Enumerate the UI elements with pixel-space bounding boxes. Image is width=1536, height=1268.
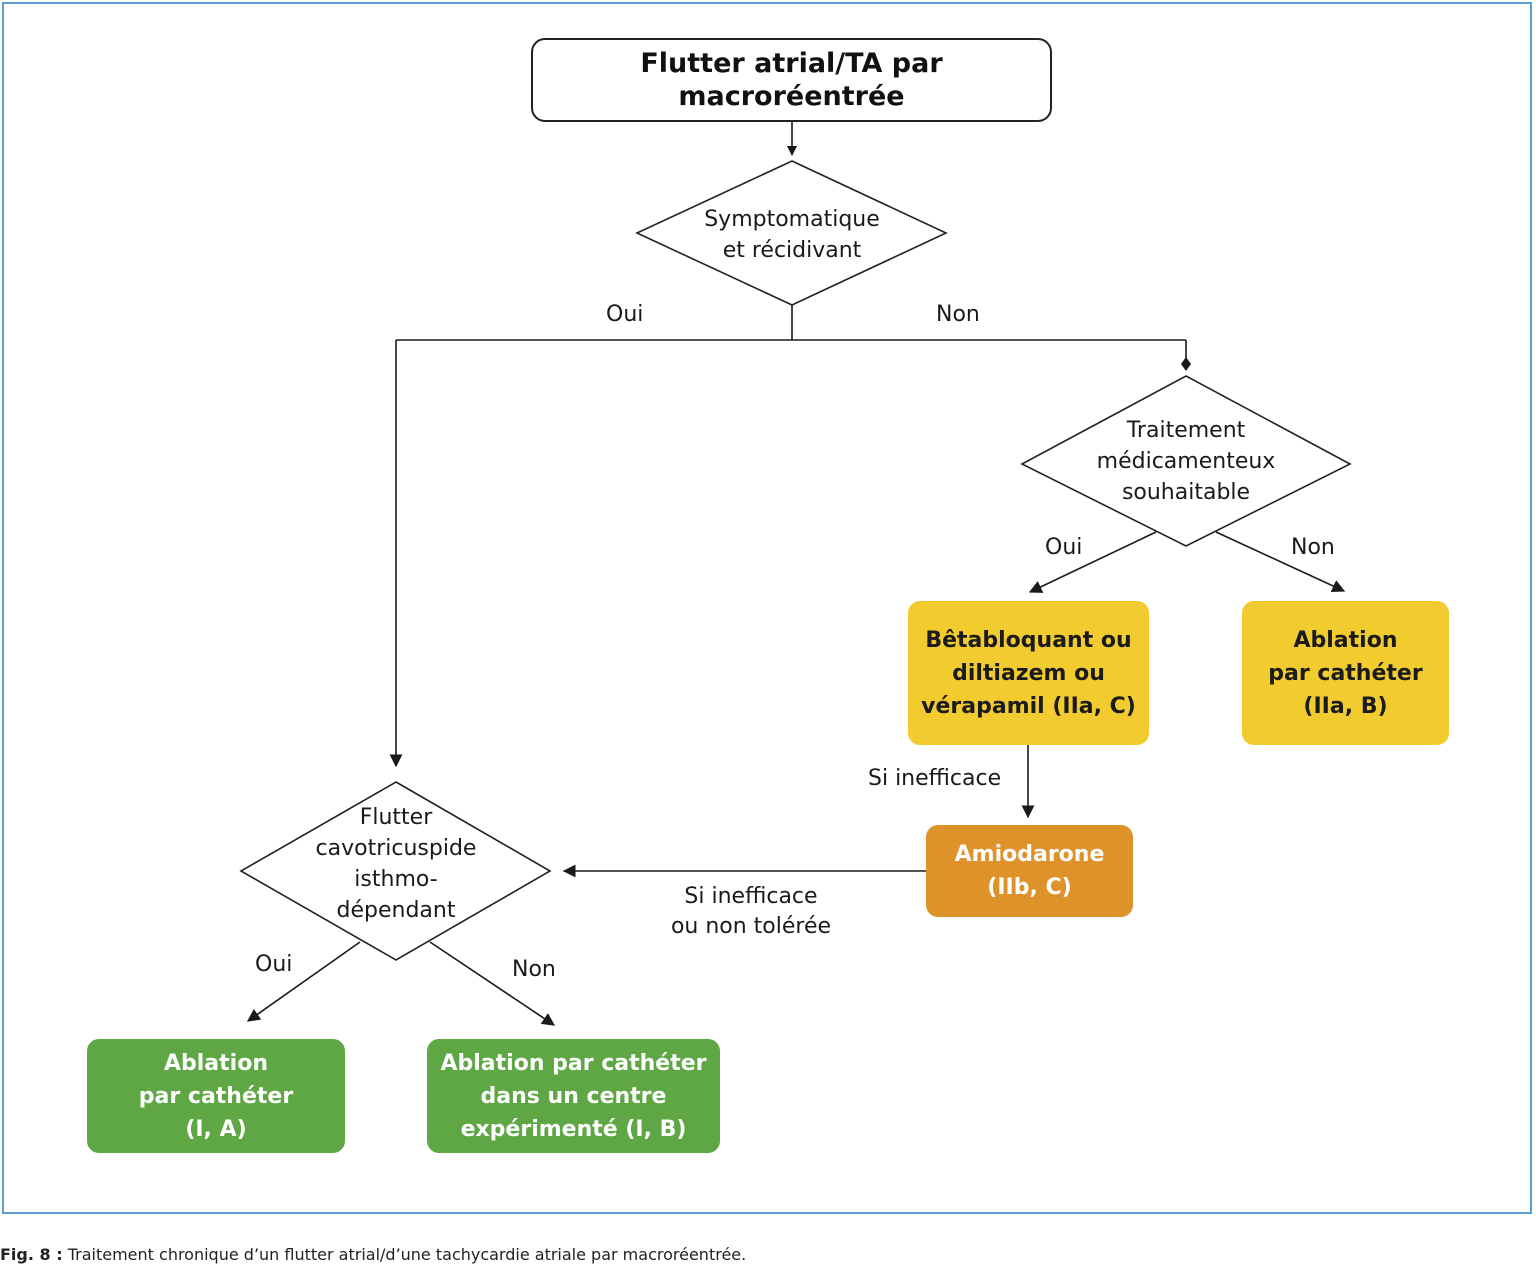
connector-traitement-oui: [1028, 531, 1157, 593]
connector-flutter-oui: [246, 941, 361, 1022]
amiodarone-box: Amiodarone (IIb, C): [926, 825, 1133, 917]
decision-text-flutter: Flutter cavotricuspide isthmo- dépendant: [315, 805, 477, 923]
ablation-i-b-box: Ablation par cathéter dans un centre exp…: [427, 1039, 720, 1153]
label-non-traitement: Non: [1291, 535, 1335, 560]
figure-frame: [2, 2, 1532, 1214]
label-oui-top: Oui: [606, 302, 644, 327]
decision-text-symptomatique: Symptomatique et récidivant: [704, 207, 880, 263]
connector-flutter-non: [429, 941, 556, 1026]
label-non-top: Non: [936, 302, 980, 327]
label-si-inefficace-tolere: Si inefficace ou non tolérée: [670, 884, 832, 939]
ablation-i-a-box: Ablation par cathéter (I, A): [87, 1039, 345, 1153]
label-oui-traitement: Oui: [1045, 535, 1083, 560]
label-oui-flutter: Oui: [255, 952, 293, 977]
decision-diamond-traitement: [1020, 375, 1352, 547]
decision-text-traitement: Traitement médicamenteux souhaitable: [1096, 418, 1276, 505]
figure-caption: Fig. 8 : Traitement chronique d’un flutt…: [0, 1244, 746, 1266]
ablation-iia-box: Ablation par cathéter (IIa, B): [1242, 601, 1449, 745]
connector-junction-dot: [1181, 357, 1191, 371]
betabloquant-box: Bêtabloquant ou diltiazem ou vérapamil (…: [908, 601, 1149, 745]
decision-diamond-flutter: [239, 781, 552, 961]
title-box: Flutter atrial/TA par macroréentrée: [531, 38, 1052, 122]
connector-traitement-non: [1215, 531, 1346, 593]
caption-text: Traitement chronique d’un flutter atrial…: [67, 1245, 747, 1264]
label-non-flutter: Non: [512, 957, 556, 982]
caption-fig-label: Fig. 8 :: [0, 1245, 63, 1264]
label-si-inefficace: Si inefficace: [868, 766, 1002, 791]
